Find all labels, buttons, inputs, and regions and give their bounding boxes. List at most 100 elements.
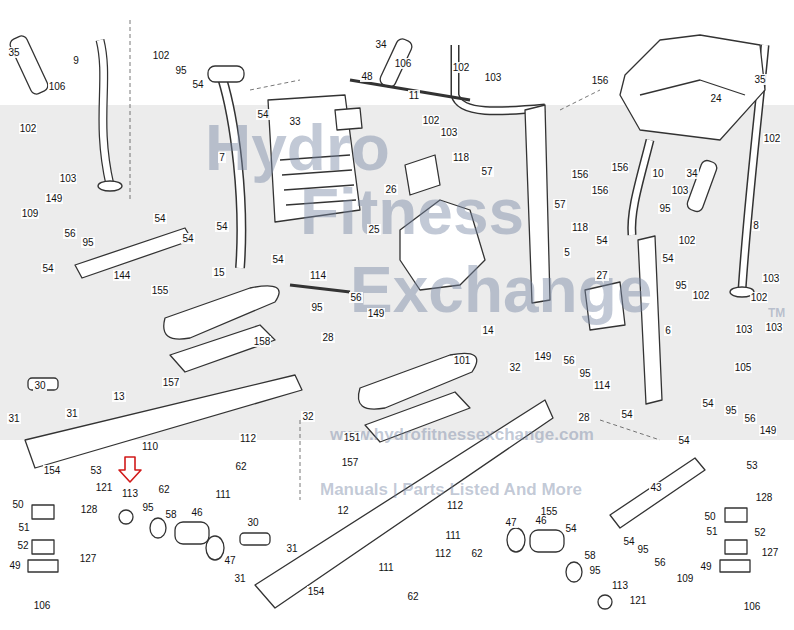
callout-number: 102	[452, 62, 471, 73]
callout-number: 52	[16, 540, 29, 551]
callout-number: 102	[750, 292, 769, 303]
callout-number: 27	[595, 270, 608, 281]
callout-number: 103	[671, 185, 690, 196]
roller-46b	[530, 530, 564, 552]
callout-number: 54	[661, 253, 674, 264]
callout-number: 156	[571, 169, 590, 180]
callout-number: 9	[72, 55, 80, 66]
callout-number: 47	[223, 555, 236, 566]
callout-number: 26	[384, 184, 397, 195]
callout-number: 28	[321, 332, 334, 343]
callout-number: 49	[8, 560, 21, 571]
callout-number: 103	[762, 273, 781, 284]
callout-number: 149	[534, 351, 553, 362]
callout-number: 149	[45, 193, 64, 204]
wheel-47	[206, 536, 224, 560]
callout-number: 95	[674, 280, 687, 291]
callout-number: 32	[301, 411, 314, 422]
callout-number: 8	[752, 220, 760, 231]
callout-number: 35	[7, 47, 20, 58]
callout-number: 14	[481, 325, 494, 336]
highlight-arrow	[119, 457, 141, 482]
callout-number: 103	[765, 322, 784, 333]
callout-number: 103	[735, 324, 754, 335]
callout-number: 54	[191, 79, 204, 90]
arm-base	[98, 181, 122, 191]
arm-9	[100, 40, 110, 185]
callout-number: 50	[11, 499, 24, 510]
callout-number: 95	[578, 368, 591, 379]
callout-number: 128	[80, 504, 99, 515]
link-144	[75, 228, 192, 278]
console-24	[620, 35, 765, 140]
callout-number: 10	[651, 168, 664, 179]
callout-number: 24	[709, 93, 722, 104]
callout-number: 127	[761, 547, 780, 558]
pivot-7	[208, 66, 244, 82]
callout-number: 95	[636, 544, 649, 555]
callout-number: 30	[246, 517, 259, 528]
callout-number: 112	[239, 433, 257, 444]
callout-number: 49	[699, 561, 712, 572]
callout-number: 95	[174, 65, 187, 76]
callout-number: 127	[79, 553, 98, 564]
callout-number: 106	[48, 81, 67, 92]
callout-number: 113	[121, 488, 139, 499]
callout-number: 54	[622, 536, 635, 547]
callout-number: 106	[394, 58, 413, 69]
arm-10-fill	[632, 140, 650, 235]
callout-number: 50	[703, 511, 716, 522]
wheel-47b	[507, 528, 525, 552]
callout-number: 106	[33, 600, 52, 611]
callout-number: 54	[181, 233, 194, 244]
callout-number: 31	[285, 543, 298, 554]
callout-number: 110	[141, 441, 159, 452]
callout-number: 12	[336, 505, 349, 516]
callout-number: 62	[157, 484, 170, 495]
callout-number: 149	[367, 308, 386, 319]
cap-30	[28, 378, 58, 390]
callout-number: 6	[664, 325, 672, 336]
callout-number: 103	[484, 72, 503, 83]
callout-number: 149	[759, 425, 778, 436]
rail-13	[25, 375, 302, 468]
callout-number: 121	[629, 595, 648, 606]
callout-number: 102	[763, 133, 782, 144]
foot-49	[28, 560, 58, 572]
callout-number: 118	[452, 152, 470, 163]
callout-number: 31	[233, 573, 246, 584]
watermark-text: Manuals | Parts Listed And More	[320, 481, 582, 498]
callout-number: 28	[577, 412, 590, 423]
callout-number: 56	[743, 413, 756, 424]
callout-number: 46	[190, 507, 203, 518]
washer-113b	[598, 595, 612, 609]
callout-number: 35	[753, 74, 766, 85]
foot-52	[32, 540, 54, 554]
callout-number: 157	[341, 457, 360, 468]
callout-number: 95	[724, 405, 737, 416]
callout-number: 34	[685, 168, 698, 179]
pedal-base-15	[170, 325, 275, 372]
callout-number: 95	[310, 302, 323, 313]
watermark-text: www.hydrofitnessexchange.com	[330, 426, 594, 443]
callout-number: 34	[374, 39, 387, 50]
callout-number: 54	[677, 435, 690, 446]
callout-number: 156	[591, 75, 610, 86]
bearing-58b	[566, 562, 582, 582]
callout-number: 54	[256, 109, 269, 120]
callout-number: 102	[692, 290, 711, 301]
callout-number: 56	[349, 292, 362, 303]
callout-number: 154	[43, 465, 62, 476]
callout-number: 54	[564, 523, 577, 534]
watermark-text: TM	[768, 307, 785, 319]
callout-number: 102	[152, 50, 171, 61]
callout-number: 156	[591, 185, 610, 196]
callout-number: 106	[743, 601, 762, 612]
callout-number: 54	[215, 221, 228, 232]
callout-number: 114	[593, 380, 611, 391]
callout-number: 54	[595, 235, 608, 246]
callout-number: 51	[705, 526, 718, 537]
callout-number: 15	[212, 267, 225, 278]
watermark-band	[0, 105, 794, 440]
callout-number: 121	[95, 482, 114, 493]
